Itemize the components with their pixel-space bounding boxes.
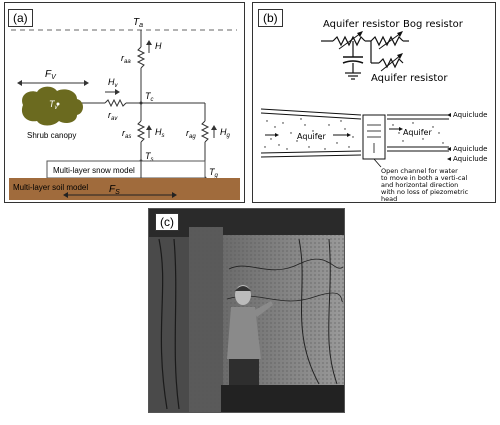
flow-arrowhead-right-1 xyxy=(399,127,403,131)
left-bottom-boundary-2 xyxy=(260,154,362,158)
h-g-label: Hg xyxy=(220,127,231,139)
cabinet-cable-1 xyxy=(158,238,168,410)
panel-c-photograph: (c) xyxy=(148,208,345,413)
left-top-boundary xyxy=(260,108,362,116)
t-g-label: Tg xyxy=(209,167,219,179)
snow-model-label: Multi-layer snow model xyxy=(53,166,135,175)
r-aa-label: raa xyxy=(121,53,131,65)
variable-arrowhead-3 xyxy=(397,53,403,59)
left-aquifer-speckle xyxy=(264,118,354,150)
variable-arrow-3 xyxy=(380,54,402,72)
bog-resistor-zigzag xyxy=(370,35,404,47)
f-s-arrowhead-right xyxy=(172,192,177,198)
f-s-arrowhead-left xyxy=(63,192,68,198)
person-hair xyxy=(235,286,251,291)
h-v-label: Hv xyxy=(108,77,119,89)
resistor-r-av xyxy=(104,98,127,108)
caption-line-1: Open channel for water xyxy=(381,167,458,175)
aquifer-resistor-zigzag-2 xyxy=(378,57,404,69)
aquifer-cross-section: Aquifer Aquifer Aquiclude xyxy=(260,108,487,168)
flow-arrowhead-left-2 xyxy=(347,133,351,137)
h-s-arrowhead xyxy=(146,125,152,130)
r-ag-label: rag xyxy=(186,128,196,140)
left-bottom-boundary xyxy=(260,150,362,154)
soil-model-label: Multi-layer soil model xyxy=(13,183,88,192)
aquiclude-label-3: Aquiclude xyxy=(453,155,487,163)
aquifer-left-label: Aquifer xyxy=(297,132,326,141)
aquiclude-pointer-3 xyxy=(447,157,451,161)
t-c-label: Tc xyxy=(145,91,154,103)
left-panel-pegs xyxy=(189,227,223,412)
t-v-node xyxy=(56,102,60,106)
bog-resistor-label: Bog resistor xyxy=(403,19,464,30)
person-arm xyxy=(253,301,273,317)
variable-arrowhead-1 xyxy=(357,31,363,37)
photo-ceiling xyxy=(149,209,344,237)
left-cabinet xyxy=(149,237,189,412)
hanging-cable-2 xyxy=(328,238,338,385)
variable-arrow-2 xyxy=(378,32,402,50)
caption-line-3: and horizontal direction xyxy=(381,181,458,189)
caption-line-2: to move in both a verti-cal xyxy=(381,174,467,182)
panel-b-svg: Aquifer resistor Bog resistor Aquifer re… xyxy=(260,19,487,203)
panel-a-svg: Ta raa H Tc rav Hv FV Tv Shrub canopy xyxy=(9,17,240,200)
f-v-arrowhead-right xyxy=(84,80,89,86)
resistor-r-as xyxy=(136,120,146,143)
aquifer-resistor-zigzag-1 xyxy=(332,35,366,47)
resistor-r-aa xyxy=(136,46,146,69)
right-aquifer-speckle xyxy=(392,122,444,144)
f-s-label: FS xyxy=(109,184,120,196)
capacitor-plate-2 xyxy=(342,60,364,64)
panel-a-energy-balance-diagram: (a) Ta raa H Tc rav Hv FV xyxy=(4,2,245,203)
variable-arrow-1 xyxy=(338,32,362,50)
h-g-arrowhead xyxy=(211,125,217,130)
hanging-cable-1 xyxy=(298,238,320,385)
variable-arrowhead-2 xyxy=(397,31,403,37)
aquifer-right-label: Aquifer xyxy=(403,128,432,137)
cabinet-cable-2 xyxy=(173,238,180,410)
r-as-label: ras xyxy=(122,128,131,140)
panel-a-label: (a) xyxy=(8,9,33,27)
h-arrowhead xyxy=(146,40,152,45)
h-s-label: Hs xyxy=(155,127,165,139)
flow-arrowhead-left-1 xyxy=(275,133,279,137)
h-label: H xyxy=(155,41,162,51)
f-v-arrowhead-left xyxy=(17,80,22,86)
t-a-label: Ta xyxy=(133,17,143,29)
caption-pointer-line xyxy=(373,158,382,168)
board-wire-1 xyxy=(228,258,344,271)
shrub-canopy-shape xyxy=(21,86,83,126)
resistor-r-ag xyxy=(200,120,210,143)
left-top-boundary-2 xyxy=(260,112,362,120)
caption-line-5: head xyxy=(381,195,397,202)
t-v-label: Tv xyxy=(49,99,59,111)
panel-b-aquifer-circuit-diagram: (b) Aquifer resistor Bog resistor Aquife… xyxy=(252,2,496,203)
shrub-canopy-label: Shrub canopy xyxy=(27,131,76,140)
t-s-label: Ts xyxy=(145,151,154,163)
aquiclude-pointer-1 xyxy=(447,113,451,117)
aquiclude-label-1: Aquiclude xyxy=(453,111,487,119)
person-shirt xyxy=(227,307,261,359)
photo-floor xyxy=(221,385,344,412)
r-av-label: rav xyxy=(108,110,118,122)
aquiclude-label-2: Aquiclude xyxy=(453,145,487,153)
panel-c-label: (c) xyxy=(155,213,179,231)
f-v-label: FV xyxy=(45,69,57,81)
aquiclude-pointer-2 xyxy=(447,147,451,151)
aquifer-resistor-label-bottom: Aquifer resistor xyxy=(371,73,448,84)
panel-b-label: (b) xyxy=(258,9,283,27)
panel-c-photo-svg xyxy=(149,209,344,412)
aquifer-resistor-label-top: Aquifer resistor xyxy=(323,19,400,30)
caption-line-4: with no loss of piezometric xyxy=(381,188,469,196)
h-v-arrowhead xyxy=(115,89,120,95)
